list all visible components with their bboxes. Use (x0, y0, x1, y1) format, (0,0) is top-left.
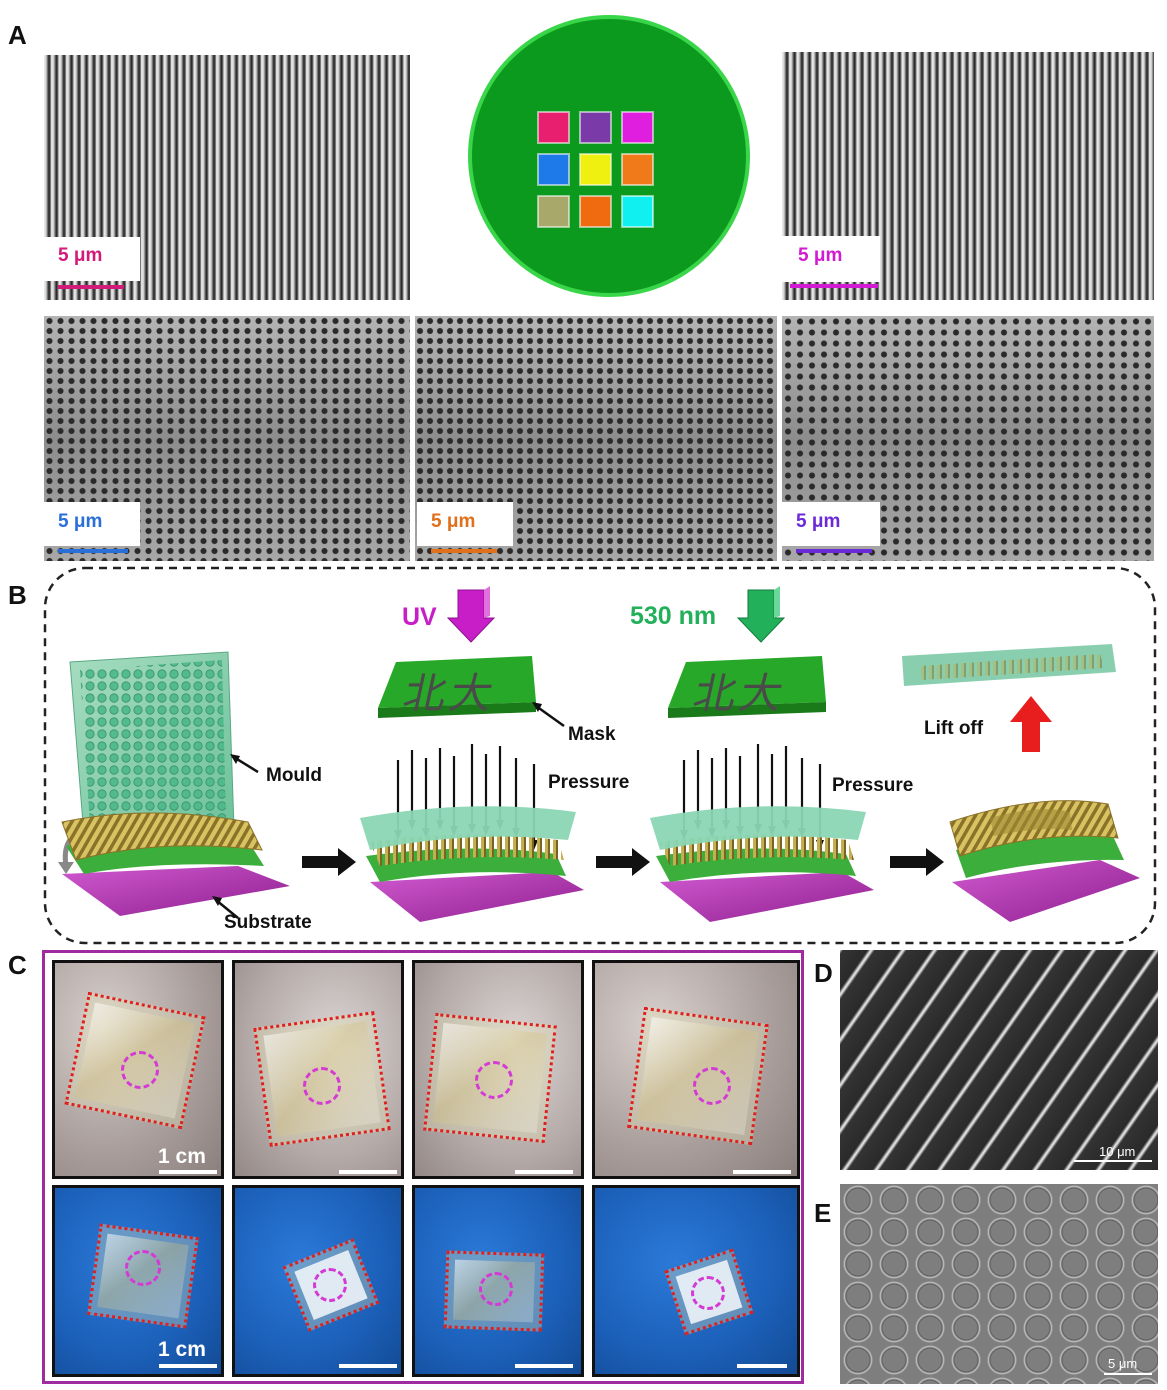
scale-label: 5 μm (431, 511, 476, 532)
ring-marker (121, 1051, 159, 1089)
panel-label-c: C (8, 950, 27, 980)
ring-marker (693, 1067, 731, 1105)
mask-2 (668, 656, 826, 718)
scale-label: 10 μm (1099, 1144, 1136, 1159)
ring-marker (691, 1276, 725, 1310)
layered-film-1 (61, 812, 290, 916)
scale-box (782, 236, 880, 282)
photo-scale-bar (339, 1364, 397, 1368)
substrate-label: Substrate (224, 912, 312, 933)
mould-block (69, 651, 235, 837)
lift-off-label: Lift off (924, 718, 984, 739)
scale-label: 5 μm (798, 245, 843, 266)
ring-marker (313, 1268, 347, 1302)
scale-label: 5 μm (58, 511, 103, 532)
ring-marker (475, 1061, 513, 1099)
photo-scale-bar (515, 1170, 573, 1174)
photo-scale-bar (515, 1364, 573, 1368)
color-swatch (579, 195, 612, 228)
color-swatch (621, 111, 654, 144)
lifted-mould (902, 644, 1116, 686)
mould-label: Mould (266, 765, 322, 786)
uv-arrow (446, 586, 496, 643)
sem-image-holes-1: 5 μm (44, 316, 410, 561)
ring-marker (303, 1067, 341, 1105)
mask-text-1: 北大 (399, 670, 502, 717)
photo-fabric-1: 1 cm (52, 1185, 224, 1377)
photo-fabric-2 (232, 1185, 404, 1377)
color-swatch (621, 153, 654, 186)
ring-marker (125, 1250, 161, 1286)
color-swatch (579, 153, 612, 186)
photo-skin-1: 1 cm (52, 960, 224, 1179)
final-film (949, 800, 1140, 922)
sem-image-diagonal-grating: 10 μm (840, 950, 1158, 1170)
photo-fabric-3 (412, 1185, 584, 1377)
pressure-label-1: Pressure (548, 772, 630, 793)
color-swatch (537, 111, 570, 144)
sem-image-holes-2: 5 μm (415, 316, 777, 561)
scale-box (782, 502, 880, 546)
photo-fabric-4 (592, 1185, 800, 1377)
scale-box (44, 237, 140, 281)
scale-box (417, 502, 513, 546)
photo-skin-2 (232, 960, 404, 1179)
scale-bar (1104, 1373, 1152, 1375)
sem-image-circular-array: 5 μm (840, 1184, 1158, 1384)
scale-label: 5 μm (796, 511, 841, 532)
substrate-pointer (215, 899, 239, 919)
press-stack-1 (360, 806, 584, 922)
mask-1 (378, 656, 536, 718)
swatch-grid (537, 111, 654, 228)
photo-scale-bar (733, 1170, 791, 1174)
photo-scale-label: 1 cm (158, 1145, 206, 1168)
photo-scale-bar (339, 1170, 397, 1174)
ring-marker (479, 1272, 513, 1306)
fabrication-schematic (43, 566, 1157, 945)
color-swatch (537, 195, 570, 228)
photo-scale-bar (737, 1364, 787, 1368)
photo-scale-bar (159, 1170, 217, 1174)
scale-bar (790, 284, 878, 288)
scale-bar (58, 549, 128, 553)
panel-label-d: D (814, 958, 833, 988)
mask-text-2: 北大 (689, 670, 792, 717)
wavelength-label: 530 nm (630, 602, 717, 630)
scale-box (44, 502, 140, 546)
color-disc-figure (468, 15, 750, 297)
scale-label: 5 μm (58, 245, 103, 266)
photo-scale-bar (159, 1364, 217, 1368)
press-stack-2 (650, 806, 874, 922)
photo-skin-3 (412, 960, 584, 1179)
schematic-frame (43, 566, 1157, 945)
photo-skin-4 (592, 960, 800, 1179)
uv-label: UV (402, 603, 437, 631)
sem-image-grating-1: 5 μm (44, 55, 410, 300)
panel-label-e: E (814, 1198, 832, 1228)
sem-image-holes-3: 5 μm (782, 316, 1154, 561)
photo-grid-frame (42, 950, 804, 1384)
color-swatch (579, 111, 612, 144)
green-arrow (736, 586, 786, 643)
curved-arrow-head (58, 862, 74, 874)
scale-bar (796, 549, 872, 553)
lift-off-arrow (1010, 696, 1052, 752)
mask-label: Mask (568, 724, 616, 745)
scale-label: 5 μm (1108, 1356, 1138, 1371)
photo-scale-label: 1 cm (158, 1338, 206, 1361)
panel-label-a: A (8, 20, 27, 50)
scale-bar (1074, 1160, 1152, 1162)
scale-bar (58, 285, 124, 289)
step-arrow-1 (302, 848, 356, 876)
sem-image-grating-2: 5 μm (782, 52, 1154, 300)
step-arrow-2 (596, 848, 650, 876)
color-swatch (537, 153, 570, 186)
pressure-label-2: Pressure (832, 775, 914, 796)
step-arrow-3 (890, 848, 944, 876)
scale-bar (431, 549, 497, 553)
panel-label-b: B (8, 580, 27, 610)
color-swatch (621, 195, 654, 228)
